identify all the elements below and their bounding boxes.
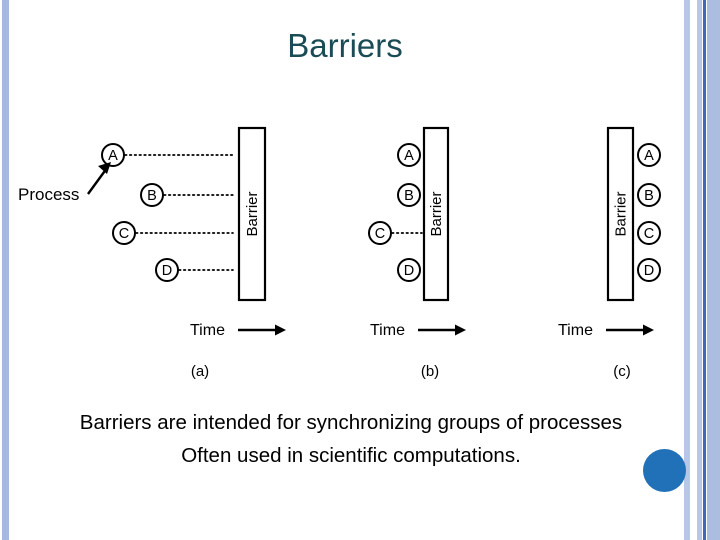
panel-c-process-label-d: D <box>644 263 654 279</box>
panel-b-process-label-c: C <box>375 226 385 242</box>
right-border-bar-2 <box>697 0 702 540</box>
slide-title: Barriers <box>287 27 403 64</box>
panel-b-process-circle-c <box>368 221 392 245</box>
panel-c-process-label-c: C <box>644 226 654 242</box>
panel-c-barrier-rect <box>606 126 635 302</box>
process-annotation-label: Process <box>18 185 79 204</box>
panel-b-time-arrow-head <box>455 324 466 336</box>
panel-a-barrier-label: Barrier <box>244 191 261 236</box>
barriers-figure: Barrier A B C D Time (a) Barrier A B C D Time (b) Barr… <box>12 118 680 386</box>
panel-a-process-circle-d <box>155 258 179 282</box>
right-border-accent-line <box>703 0 706 540</box>
right-border-bar-3 <box>707 0 720 540</box>
panel-a-barrier-rect <box>237 126 267 302</box>
body-line-2: Often used in scientific computations. <box>181 444 521 467</box>
panel-a-caption: (a) <box>191 363 209 380</box>
panel-b-process-label-a: A <box>404 148 414 164</box>
panel-a-process-label-c: C <box>119 226 129 242</box>
body-line-1: Barriers are intended for synchronizing … <box>79 411 623 434</box>
process-annotation-arrow-shaft <box>87 167 108 195</box>
panel-c-process-circle-c <box>637 221 661 245</box>
process-annotation-arrow-head <box>98 162 111 174</box>
panel-b-barrier-label: Barrier <box>428 191 445 236</box>
panel-b-process-circle-b <box>397 183 421 207</box>
panel-a-process-circle-a <box>101 143 125 167</box>
panel-b-process-label-b: B <box>404 188 414 204</box>
panel-a-process-label-b: B <box>147 188 157 204</box>
panel-b-barrier-rect <box>422 126 450 302</box>
panel-c-process-label-b: B <box>644 188 654 204</box>
decorative-blue-circle <box>643 449 686 492</box>
panel-c-caption: (c) <box>613 363 631 380</box>
panel-a-process-circle-b <box>140 183 164 207</box>
panel-a-process-label-d: D <box>162 263 172 279</box>
left-border-bar <box>2 0 9 540</box>
panel-c-process-circle-b <box>637 183 661 207</box>
panel-b-caption: (b) <box>421 363 439 380</box>
panel-c-process-label-a: A <box>644 148 654 164</box>
panel-a-process-circle-c <box>112 221 136 245</box>
panel-b-process-circle-d <box>397 258 421 282</box>
panel-a-process-label-a: A <box>108 148 118 164</box>
panel-c-process-circle-d <box>637 258 661 282</box>
panel-c-time-arrow-head <box>643 324 654 336</box>
panel-c-time-label: Time <box>558 322 593 339</box>
right-border-bar-1 <box>684 0 690 540</box>
panel-b-process-label-d: D <box>404 263 414 279</box>
panel-b-process-circle-a <box>397 143 421 167</box>
panel-b-time-label: Time <box>370 322 405 339</box>
panel-a-time-arrow-head <box>275 324 286 336</box>
panel-a-time-label: Time <box>190 322 225 339</box>
body-text: Barriers are intended for synchronizing … <box>16 406 686 472</box>
panel-c-process-circle-a <box>637 143 661 167</box>
panel-c-barrier-label: Barrier <box>613 191 630 236</box>
